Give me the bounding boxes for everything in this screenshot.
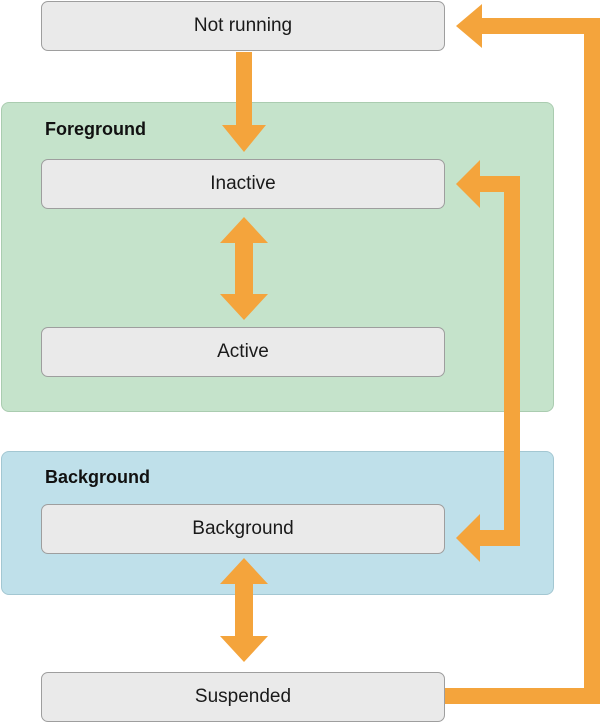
foreground-group-title: Foreground	[45, 119, 146, 139]
suspended-state: Suspended	[41, 672, 445, 722]
active-state: Active	[41, 327, 445, 377]
background-state: Background	[41, 504, 445, 554]
inactive-state: Inactive	[41, 159, 445, 209]
not-running-state: Not running	[41, 1, 445, 51]
background-group-title: Background	[45, 467, 151, 487]
